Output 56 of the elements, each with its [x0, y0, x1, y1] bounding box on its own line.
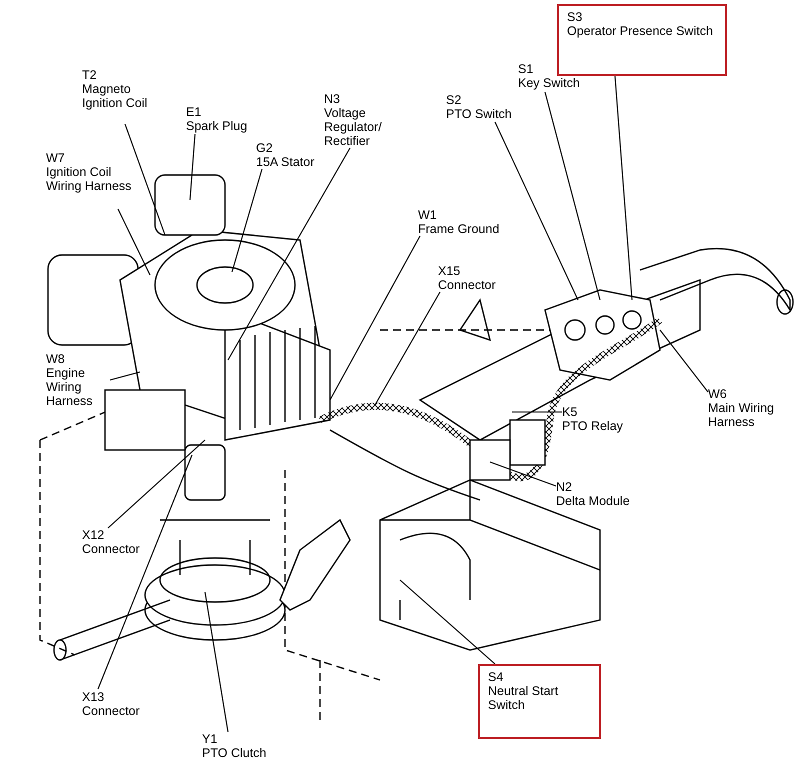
part-code: W8: [46, 352, 66, 366]
leader-line: [374, 292, 440, 406]
part-name: Ignition Coil Wiring Harness: [46, 165, 132, 193]
leader-line: [231, 168, 263, 272]
part-code: W1: [418, 208, 438, 222]
leader-line: [512, 411, 562, 413]
leader-line: [204, 592, 229, 732]
leader-line: [614, 76, 633, 300]
leader-line: [97, 454, 193, 690]
part-name: Connector: [438, 278, 497, 292]
leader-line: [494, 122, 578, 300]
part-code: W7: [46, 151, 66, 165]
leader-line: [228, 148, 350, 360]
part-code: W6: [708, 387, 728, 401]
part-name: Operator Presence Switch: [567, 24, 714, 38]
part-code: T2: [82, 68, 98, 82]
leader-line: [330, 236, 420, 400]
part-name: PTO Switch: [446, 107, 513, 121]
part-name: 15A Stator: [256, 155, 316, 169]
part-name: Engine Wiring Harness: [46, 366, 94, 408]
callout-box: [478, 664, 601, 739]
leader-line: [110, 371, 140, 381]
part-code: G2: [256, 141, 274, 155]
leader-line: [490, 461, 556, 487]
part-name: Frame Ground: [418, 222, 500, 236]
leader-line: [400, 580, 496, 664]
part-code: N3: [324, 92, 341, 106]
leader-line: [660, 330, 708, 392]
callout-box: [557, 4, 727, 76]
part-code: Y1: [202, 732, 218, 746]
part-code: X12: [82, 528, 106, 542]
part-code: S4: [488, 670, 504, 684]
leader-line: [189, 134, 196, 200]
part-name: Spark Plug: [186, 119, 248, 133]
part-code: S1: [518, 62, 534, 76]
part-code: K5: [562, 405, 578, 419]
part-name: Delta Module: [556, 494, 631, 508]
part-code: X15: [438, 264, 462, 278]
part-code: S2: [446, 93, 462, 107]
part-name: Neutral Start Switch: [488, 684, 560, 712]
part-code: X13: [82, 690, 106, 704]
leader-line: [124, 124, 166, 236]
part-name: Key Switch: [518, 76, 581, 90]
part-code: S3: [567, 10, 584, 24]
part-name: PTO Clutch: [202, 746, 268, 760]
part-name: Connector: [82, 542, 141, 556]
part-name: Magneto Ignition Coil: [82, 82, 148, 110]
leader-line: [544, 92, 601, 300]
part-code: N2: [556, 480, 573, 494]
part-name: Main Wiring Harness: [708, 401, 775, 429]
part-code: E1: [186, 105, 202, 119]
part-name: Voltage Regulator/ Rectifier: [324, 106, 383, 148]
leader-line: [108, 440, 206, 528]
leader-line: [118, 208, 150, 276]
part-name: Connector: [82, 704, 141, 718]
part-name: PTO Relay: [562, 419, 624, 433]
